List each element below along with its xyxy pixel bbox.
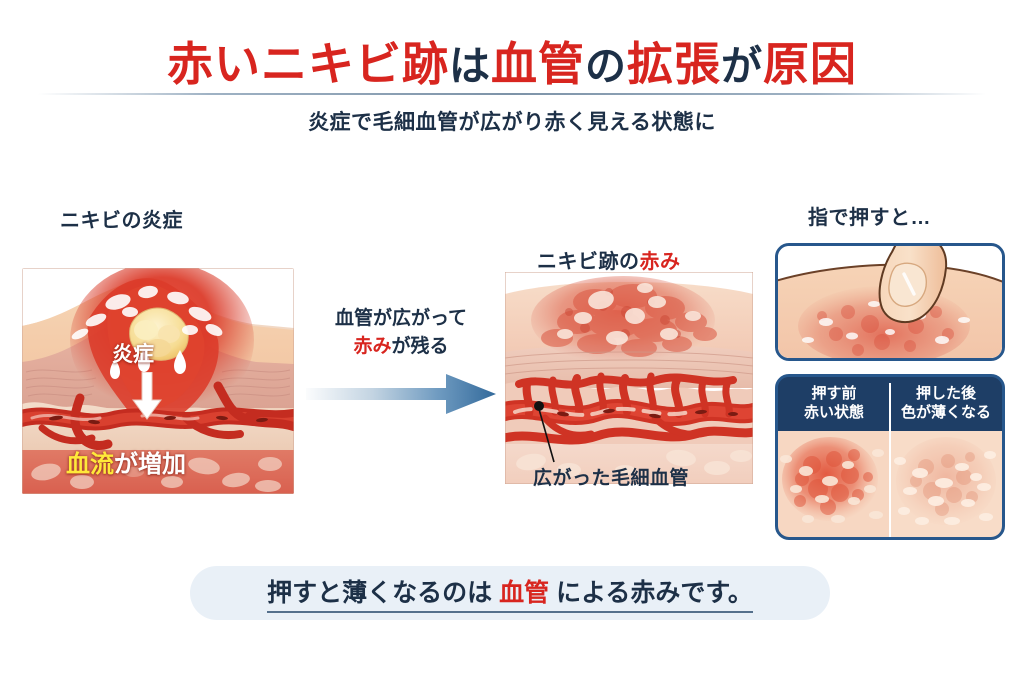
center-caption-red: 赤み bbox=[639, 251, 681, 273]
left-overlay-inflammation-label: 炎症 bbox=[112, 343, 154, 366]
page-subtitle: 炎症で毛細血管が広がり赤く見える状態に bbox=[308, 111, 716, 134]
compare-divider bbox=[889, 383, 891, 537]
banner-part-2: による赤みです。 bbox=[549, 579, 753, 607]
summary-banner-text: 押すと薄くなるのは 血管 による赤みです。 bbox=[267, 573, 753, 613]
title-part-1: 赤いニキビ跡 bbox=[167, 38, 449, 90]
left-panel-caption: ニキビの炎症 bbox=[60, 210, 183, 232]
transition-text-rest: が残る bbox=[391, 335, 449, 357]
transition-text-line1: 血管が広がって bbox=[334, 308, 468, 329]
compare-before-line1: 押す前 bbox=[811, 385, 857, 403]
compare-header-after: 押した後 色が薄くなる bbox=[890, 377, 1002, 431]
compare-before-line2: 赤い状態 bbox=[803, 404, 864, 421]
capillary-pointer-line bbox=[534, 401, 555, 463]
compare-after-line1: 押した後 bbox=[915, 385, 976, 403]
center-panel-caption: ニキビ跡の赤み bbox=[537, 245, 681, 274]
compare-header-before: 押す前 赤い状態 bbox=[778, 377, 890, 431]
bloodflow-highlight: 血流 bbox=[66, 451, 114, 478]
finger-press-panel bbox=[775, 243, 1005, 361]
acne-scar-redness-illustration bbox=[505, 272, 753, 484]
capillary-pointer-label: 広がった毛細血管 bbox=[533, 468, 690, 489]
right-arrow-icon bbox=[306, 374, 496, 414]
title-part-2: は bbox=[449, 43, 491, 89]
title-part-7: 原因 bbox=[763, 38, 857, 90]
down-arrow-icon bbox=[132, 372, 162, 420]
acne-inflammation-illustration bbox=[22, 268, 294, 494]
transition-text-line2: 赤みが残る bbox=[311, 333, 491, 361]
center-caption-navy: ニキビ跡の bbox=[537, 251, 640, 273]
page-title: 赤いニキビ跡は血管の拡張が原因 bbox=[0, 28, 1024, 94]
press-comparison-panel: 押す前 赤い状態 押した後 色が薄くなる bbox=[775, 374, 1005, 540]
title-part-4: の bbox=[585, 43, 627, 89]
summary-banner: 押すと薄くなるのは 血管 による赤みです。 bbox=[190, 566, 830, 620]
transition-text-red: 赤み bbox=[353, 335, 392, 357]
compare-image-after bbox=[890, 431, 1002, 537]
compare-image-before bbox=[778, 431, 890, 537]
finger-press-caption: 指で押すと… bbox=[808, 207, 931, 229]
banner-part-red: 血管 bbox=[499, 579, 550, 607]
bloodflow-rest: が増加 bbox=[114, 451, 186, 478]
transition-text: 血管が広がって 赤みが残る bbox=[311, 305, 491, 360]
title-part-5: 拡張 bbox=[627, 38, 721, 90]
title-part-3: 血管 bbox=[491, 38, 585, 90]
banner-part-1: 押すと薄くなるのは bbox=[267, 579, 500, 607]
left-overlay-bloodflow-label: 血流が増加 bbox=[66, 444, 186, 479]
title-part-6: が bbox=[721, 43, 763, 89]
title-divider bbox=[38, 93, 986, 95]
compare-after-line2: 色が薄くなる bbox=[900, 404, 991, 421]
